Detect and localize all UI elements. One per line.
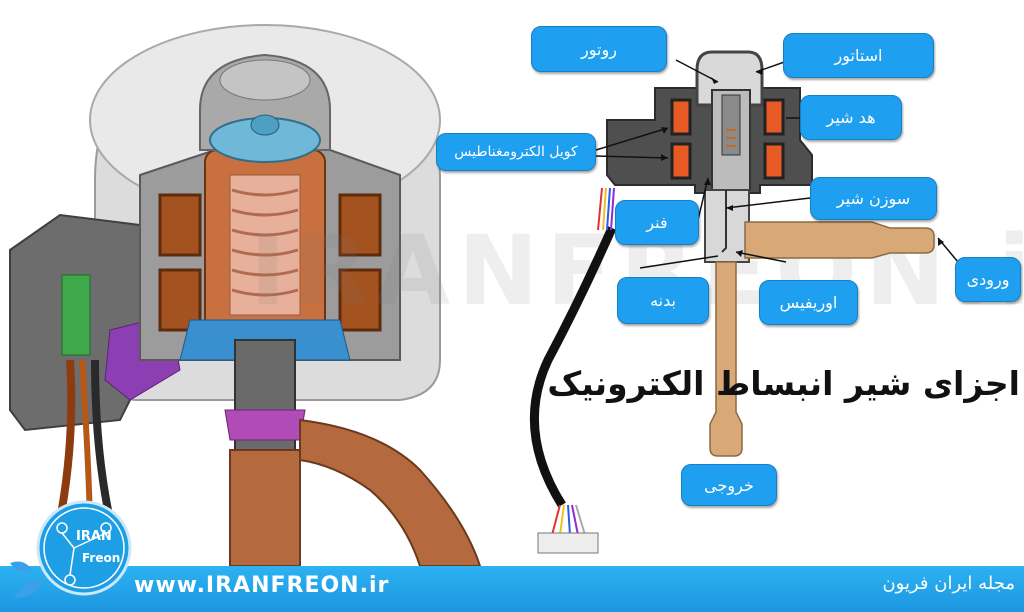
- footer-magazine-name: مجله ایران فریون: [882, 573, 1015, 594]
- label-outlet: خروجی: [681, 464, 777, 506]
- label-needle: سوزن شیر: [810, 177, 937, 220]
- valve-schematic: [529, 50, 959, 554]
- label-inlet: ورودی: [955, 257, 1021, 302]
- label-spring: فنر: [615, 200, 699, 245]
- iranfreon-logo: IRAN Freon: [10, 500, 132, 598]
- logo-text-freon: Freon: [82, 551, 120, 565]
- label-orifice: اوریفیس: [759, 280, 858, 325]
- label-stator: استاتور: [783, 33, 934, 78]
- logo-text-iran: IRAN: [76, 529, 112, 544]
- label-rotor: روتور: [531, 26, 667, 72]
- label-head: هد شیر: [800, 95, 902, 140]
- label-body: بدنه: [617, 277, 709, 324]
- label-coil: کویل الکترومغناطیس: [436, 133, 596, 171]
- valve-cutaway-illustration: [9, 24, 482, 566]
- diagram-title: اجزای شیر انبساط الکترونیک: [547, 364, 1020, 403]
- footer-website-link[interactable]: www.IRANFREON.ir: [134, 573, 390, 598]
- footer-bar: [0, 566, 1024, 612]
